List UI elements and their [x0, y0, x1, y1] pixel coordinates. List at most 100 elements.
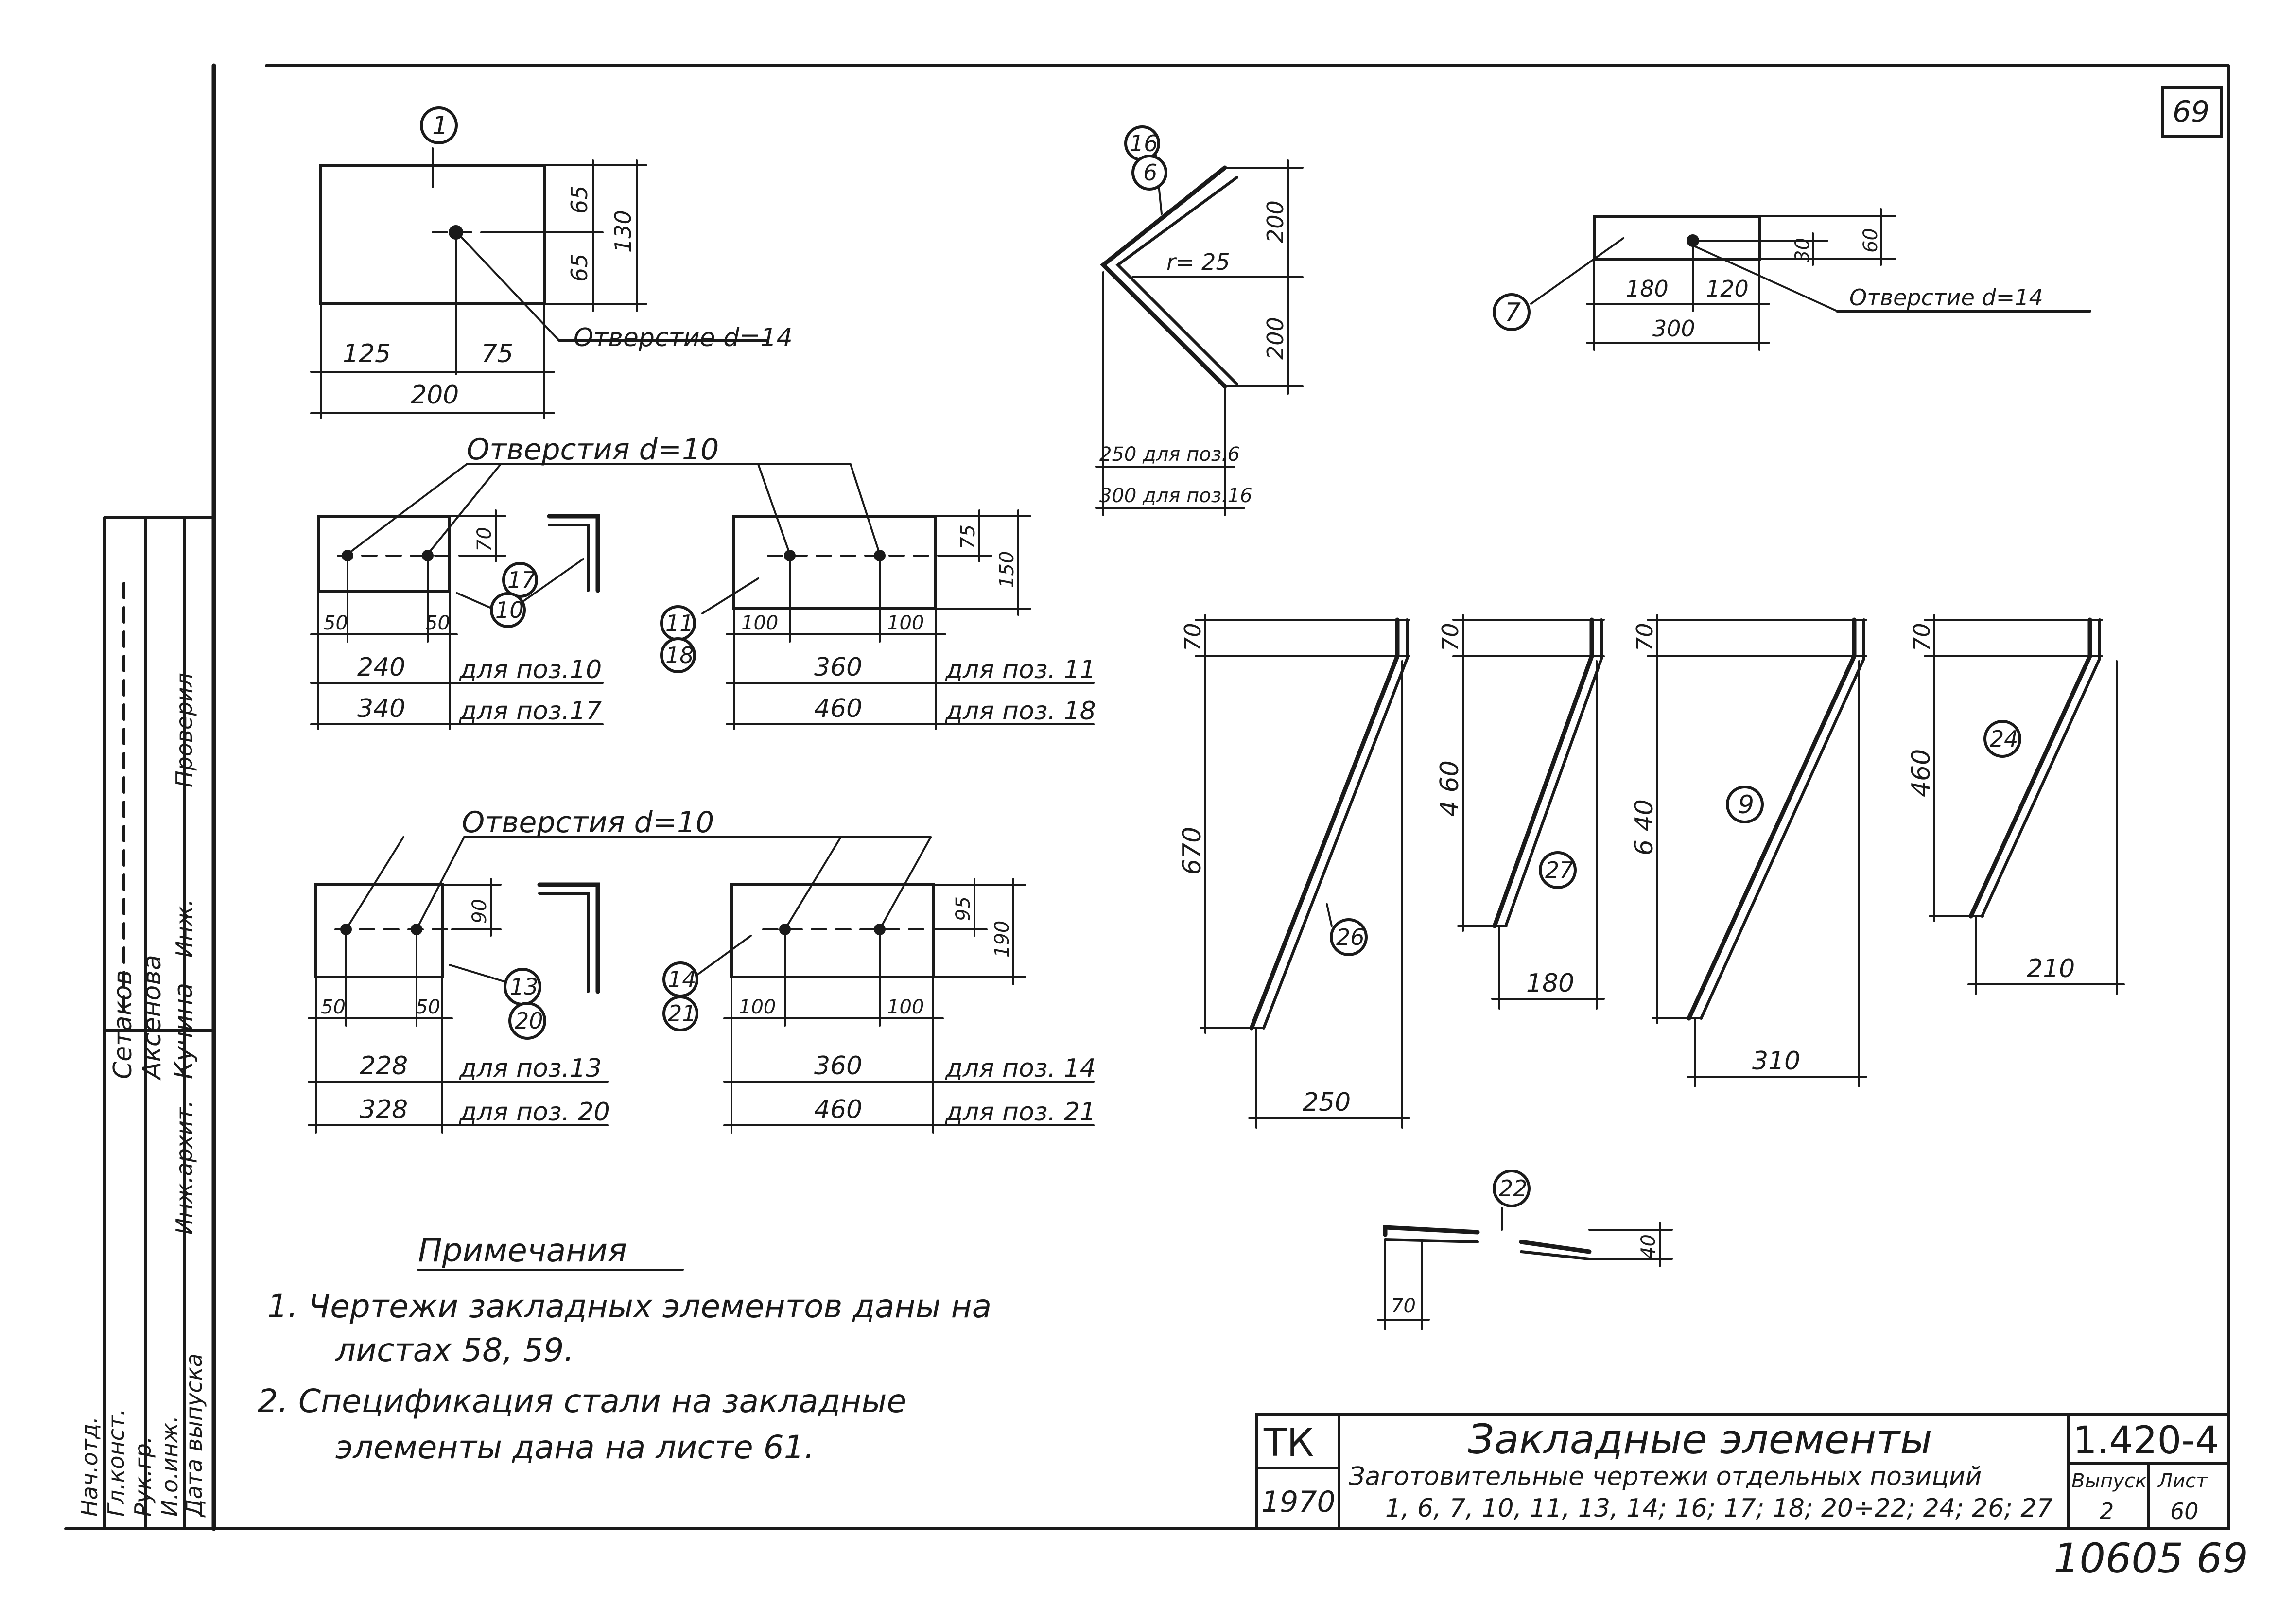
part-10-number: 10 [495, 597, 524, 623]
bar-24-dim-70: 70 [1909, 623, 1935, 651]
part-16-number: 16 [1130, 130, 1158, 157]
part-18-callout [660, 637, 696, 673]
part-11-dim-150: 150 [996, 551, 1018, 588]
part-22-dim-40: 40 [1637, 1234, 1660, 1259]
part-20-number: 20 [515, 1008, 543, 1034]
bar-9-callout [1726, 786, 1764, 823]
staff-name-2: Аксенова [138, 955, 167, 1081]
part-14-21-drawing [696, 878, 1095, 1134]
note-1-line-2: листах 58, 59. [334, 1331, 574, 1369]
staff-role-3: Рук.гр. [130, 1436, 156, 1517]
bar-27-callout [1539, 851, 1577, 889]
part-14-for-label: для поз. 14 [945, 1054, 1096, 1083]
part-6-callout [1131, 155, 1167, 191]
part-14-dim-100-left: 100 [739, 996, 776, 1018]
part-20-dim-328: 328 [360, 1095, 408, 1124]
staff-roles: Нач.отд. Гл.конст. Рук.гр. И.о.инж. Дата… [76, 1353, 207, 1518]
part-21-for-label: для поз. 21 [945, 1098, 1096, 1127]
bar-24-number: 24 [1990, 726, 2018, 752]
part-1-hole-label: Отверстие d=14 [574, 323, 793, 352]
part-6-length: 250 для поз.6 [1099, 443, 1240, 466]
title-block-title: Закладные элементы [1468, 1415, 1932, 1463]
part-11-for-label: для поз. 11 [945, 655, 1096, 684]
part-11-dim-360: 360 [814, 653, 862, 682]
part-7-dim-120: 120 [1706, 276, 1749, 302]
part-1-drawing [310, 147, 769, 419]
bar-24-dim-460: 460 [1907, 749, 1936, 797]
bar-9-dim-70: 70 [1632, 623, 1658, 651]
note-1-line-1: 1. Чертежи закладных элементов даны на [267, 1288, 991, 1325]
part-22-callout [1493, 1170, 1531, 1207]
part-17-for-label: для поз.17 [459, 697, 602, 726]
bar-27-dim-180: 180 [1526, 969, 1574, 998]
part-16-length: 300 для поз.16 [1099, 485, 1252, 507]
part-10-dim-70: 70 [473, 527, 496, 552]
staff-role-2: Гл.конст. [103, 1409, 129, 1517]
part-7-callout [1493, 293, 1531, 331]
part-14-dim-100-right: 100 [887, 996, 924, 1018]
bar-24-dim-210: 210 [2027, 954, 2075, 983]
part-1-dim-125: 125 [343, 339, 391, 368]
part-7-dim-300: 300 [1652, 315, 1695, 342]
part-18-for-label: для поз. 18 [945, 697, 1096, 726]
part-21-dim-460: 460 [814, 1095, 862, 1124]
staff-names: Сетаков Аксенова Кучина [108, 955, 198, 1081]
part-6-number: 6 [1143, 159, 1157, 186]
title-block-subtitle: Заготовительные чертежи отдельных позици… [1349, 1462, 1982, 1491]
part-13-dim-50-right: 50 [416, 996, 440, 1018]
row-2-holes-label: Отверстия d=10 [462, 805, 714, 839]
note-2-line-2: элементы дана на листе 61. [335, 1429, 815, 1466]
part-7-dim-180: 180 [1626, 276, 1669, 302]
notes-title: Примечания [418, 1232, 627, 1269]
part-6-dim-200-bottom: 200 [1262, 317, 1288, 360]
bar-26-dim-70: 70 [1180, 623, 1206, 651]
sheet-corner-number: 69 [2173, 95, 2209, 129]
part-13-for-label: для поз.13 [459, 1054, 602, 1083]
bar-9-drawing [1647, 614, 1867, 1087]
title-block-code: 1.420-4 [2073, 1419, 2219, 1463]
part-18-number: 18 [665, 642, 694, 668]
staff-mark-1: Инж.архит. [171, 1100, 197, 1235]
row-1-leaders [347, 463, 881, 555]
part-13-dim-228: 228 [360, 1051, 408, 1081]
part-7-number: 7 [1505, 298, 1521, 327]
staff-role-4: И.о.инж. [157, 1415, 183, 1517]
part-1-dim-75: 75 [481, 339, 513, 368]
part-13-number: 13 [510, 974, 539, 1000]
staff-role-1: Нач.отд. [76, 1416, 103, 1517]
part-13-dim-90: 90 [469, 899, 491, 924]
part-14-dim-95: 95 [952, 896, 974, 921]
title-block-issue-label: Выпуск [2071, 1470, 2147, 1492]
title-block-org: ТК [1263, 1421, 1314, 1465]
bar-9-number: 9 [1738, 790, 1754, 820]
part-18-dim-460: 460 [814, 694, 862, 723]
title-block-sheet: 60 [2170, 1498, 2199, 1524]
part-7-drawing [1530, 208, 2091, 351]
part-1-callout [420, 106, 458, 144]
bar-26-drawing [1195, 614, 1410, 1129]
bar-26-dim-670: 670 [1178, 827, 1207, 875]
part-17-callout [502, 562, 538, 598]
part-1-dim-200: 200 [411, 381, 459, 410]
archive-number: 10605 69 [2053, 1535, 2248, 1582]
bar-24-callout [1983, 720, 2021, 758]
bar-27-dim-460: 4 60 [1435, 760, 1464, 817]
part-17-dim-340: 340 [357, 694, 405, 723]
bar-24-drawing [1924, 614, 2125, 995]
bar-26-number: 26 [1336, 924, 1365, 950]
part-20-callout [508, 1002, 546, 1040]
row-1-holes-label: Отверстия d=10 [467, 433, 719, 467]
part-10-17-drawing [310, 509, 604, 730]
part-1-dim-65-top: 65 [566, 185, 592, 214]
part-11-dim-75: 75 [957, 524, 979, 549]
part-10-dim-50-left: 50 [323, 612, 348, 634]
part-14-number: 14 [668, 966, 696, 993]
part-14-dim-360: 360 [814, 1051, 862, 1081]
bar-9-dim-640: 6 40 [1630, 799, 1659, 856]
bar-27-dim-70: 70 [1437, 623, 1463, 651]
part-10-callout [490, 592, 526, 628]
part-1-number: 1 [432, 111, 448, 140]
part-10-dim-240: 240 [357, 653, 405, 682]
part-7-dim-30: 30 [1792, 238, 1814, 262]
staff-name-1: Сетаков [108, 970, 138, 1079]
